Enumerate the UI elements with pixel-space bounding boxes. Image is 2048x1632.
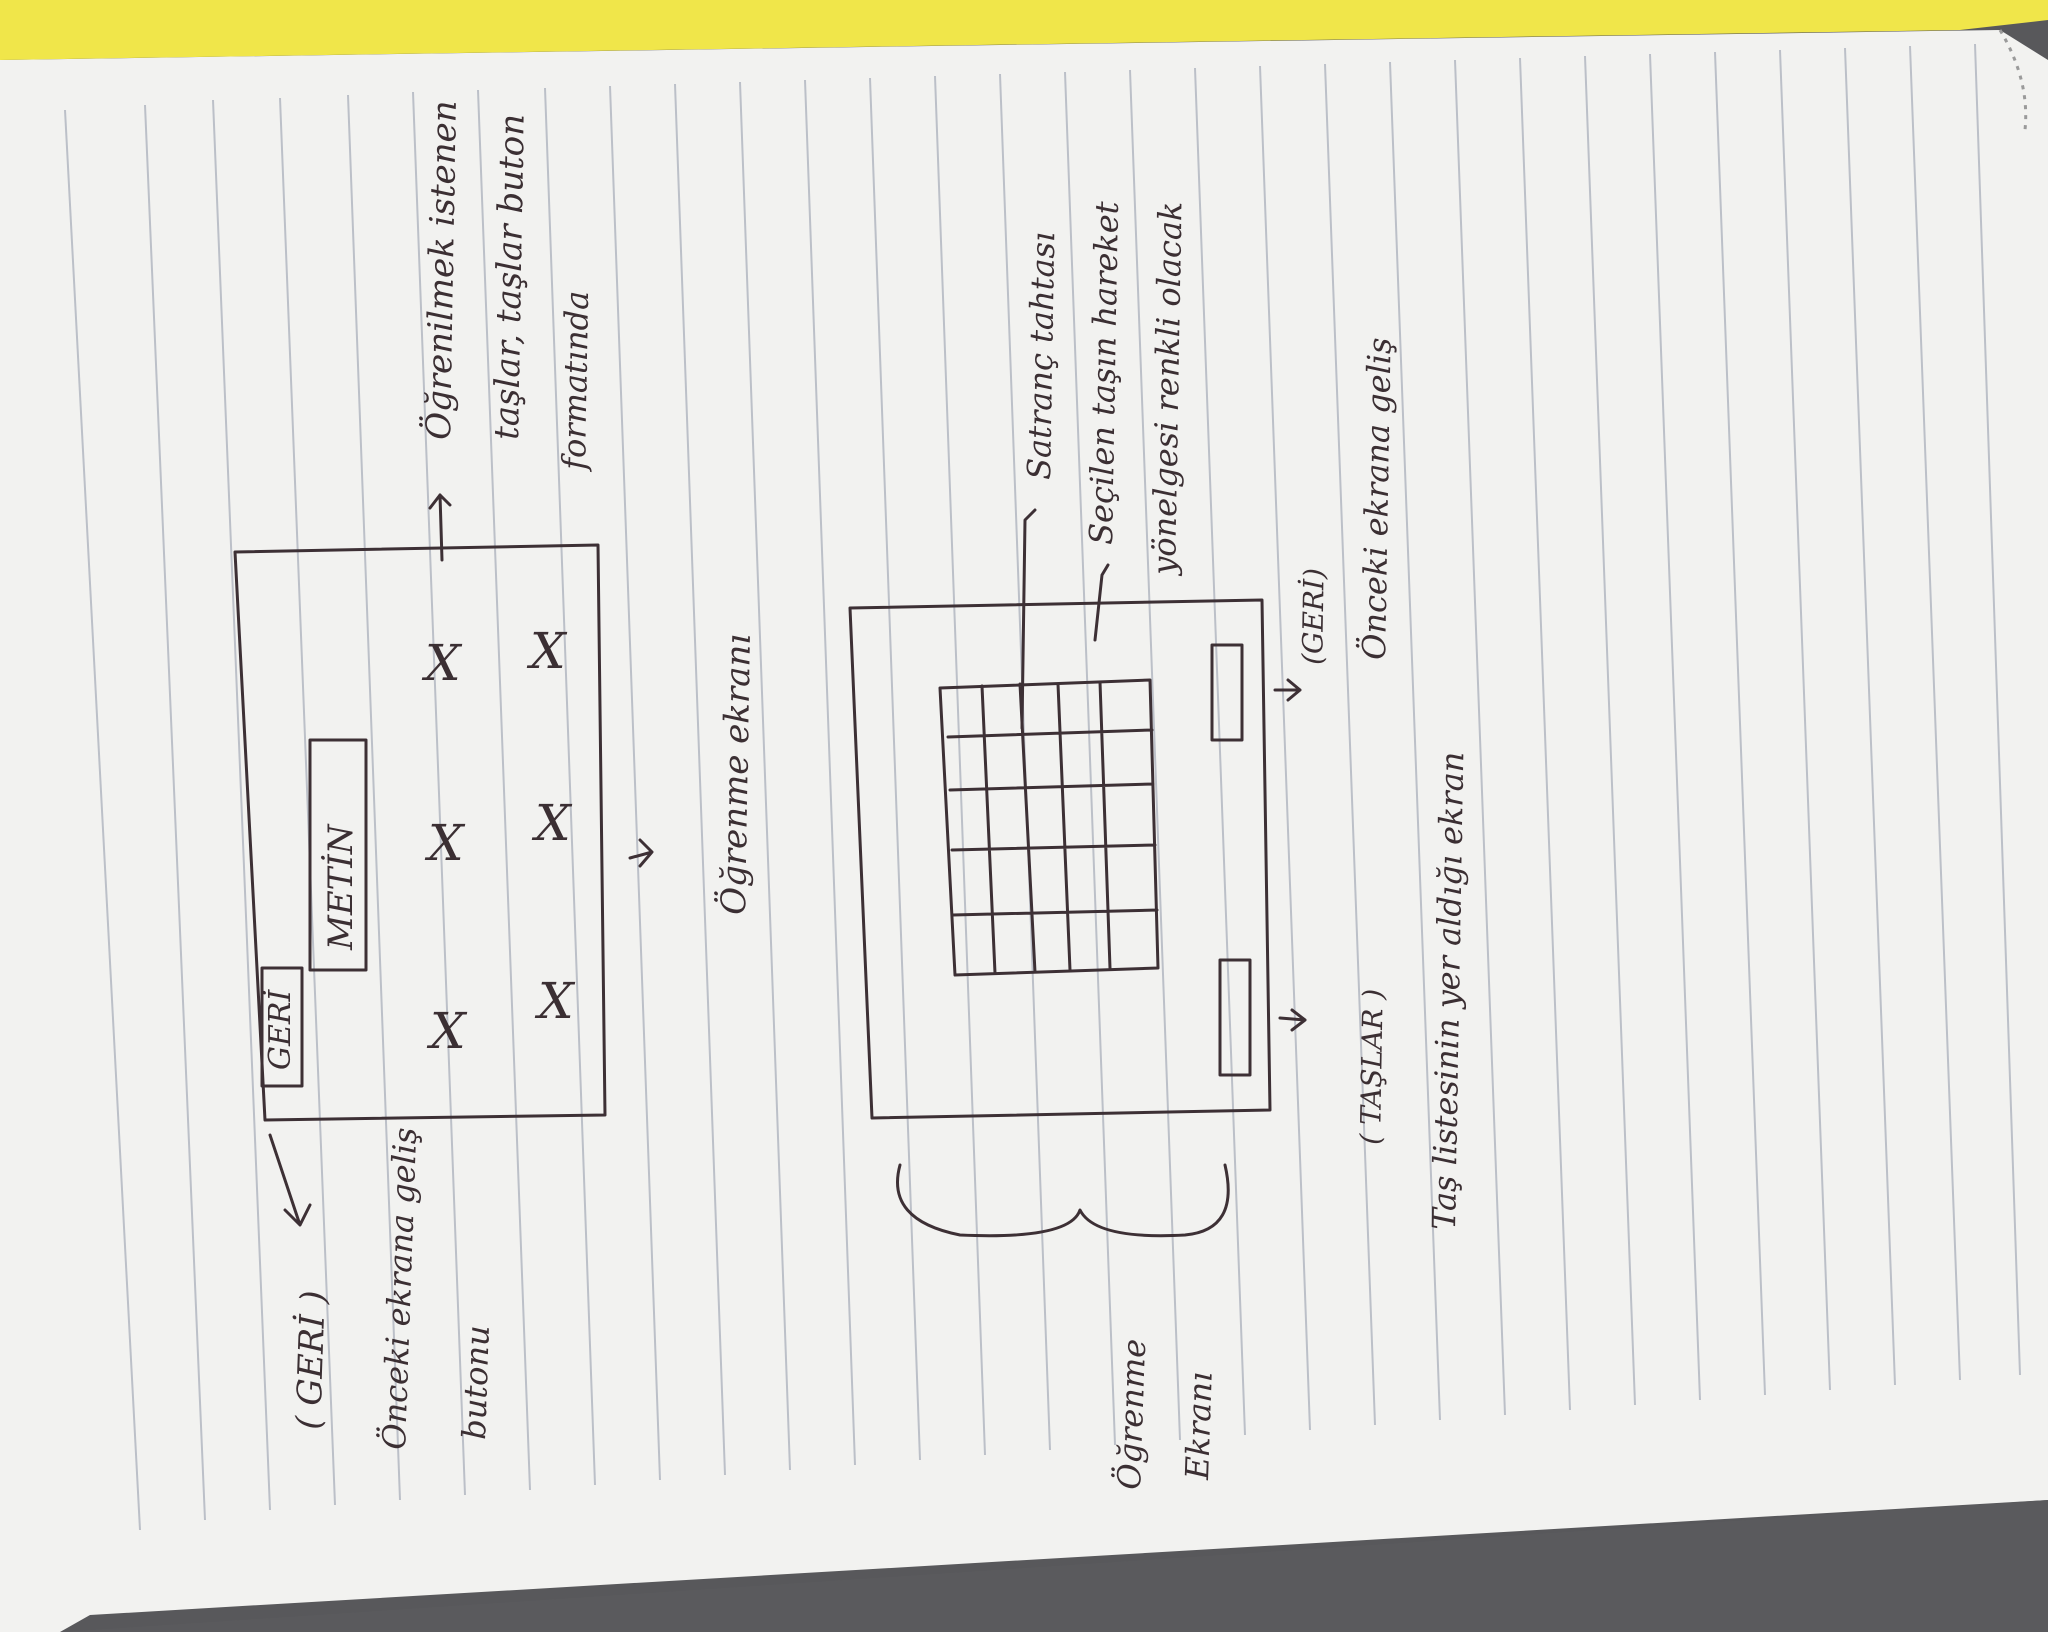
piece-x: X xyxy=(424,814,466,872)
note-back-desc-2: butonu xyxy=(455,1325,497,1441)
sketch-2-screen xyxy=(848,508,1307,1238)
note-move-1: Seçilen taşın hareket xyxy=(1082,201,1126,545)
note-taslar: ( TAŞLAR ) xyxy=(1354,988,1390,1145)
piece-x: X xyxy=(534,972,576,1030)
note-back-2: (GERİ) xyxy=(1296,568,1331,665)
sketch-2-frame xyxy=(848,598,1272,1120)
note-pieces-3: formatında xyxy=(555,290,596,472)
note-pieces-1: Öğrenilmek istenen xyxy=(418,100,465,440)
sketch-1-text-box xyxy=(308,738,368,972)
note-move-2: yönelgesi renkli olacak xyxy=(1145,201,1190,577)
note-learning-1: Öğrenme xyxy=(1110,1338,1153,1490)
sketch-1-screen: GERİ METİN X X X X X X xyxy=(233,493,654,1227)
note-back-2-desc: Önceki ekrana geliş xyxy=(1355,337,1399,660)
note-pieces-2: taşlar, taşlar buton xyxy=(487,114,533,441)
note-screen-1-caption: Öğrenme ekranı xyxy=(713,633,759,915)
sketch-1-pieces-arrow xyxy=(428,493,452,562)
piece-x: X xyxy=(426,1002,468,1060)
sketch-1-back-arrow xyxy=(268,1133,312,1227)
sketch-1-back-button xyxy=(260,966,304,1088)
note-board: Satranç tahtası xyxy=(1020,231,1062,480)
ruled-lines xyxy=(64,43,2021,1531)
piece-x: X xyxy=(526,622,568,680)
piece-x: X xyxy=(531,794,573,852)
sketch-2-left-arrow xyxy=(1278,1008,1307,1032)
sketch-1-pieces: X X X X X X xyxy=(421,622,576,1060)
sketch-1-down-arrow xyxy=(628,838,654,868)
sketch-1-text-box-label: METİN xyxy=(321,823,361,951)
sketch-2-left-button xyxy=(1218,958,1252,1077)
sketch-2-back-button xyxy=(1210,643,1244,742)
note-learning-2: Ekranı xyxy=(1178,1371,1220,1481)
sketch-1-back-button-label: GERİ xyxy=(262,989,298,1070)
note-screen-2-caption: Taş listesinin yer aldığı ekran xyxy=(1425,751,1471,1230)
piece-x: X xyxy=(421,634,463,692)
chessboard-grid xyxy=(938,678,1160,977)
spiral-binding xyxy=(1998,29,2028,131)
yellow-page-edge xyxy=(0,0,2048,60)
page-shadow-bottom xyxy=(60,1500,2048,1632)
move-line xyxy=(1093,563,1110,642)
curly-brace xyxy=(896,1163,1230,1238)
chessboard-pointer xyxy=(1020,508,1037,730)
note-back-label: ( GERİ ) xyxy=(289,1290,334,1430)
sketch-1-frame xyxy=(233,543,607,1122)
notebook-page xyxy=(0,30,2048,1632)
sketch-2-back-arrow xyxy=(1273,678,1302,702)
